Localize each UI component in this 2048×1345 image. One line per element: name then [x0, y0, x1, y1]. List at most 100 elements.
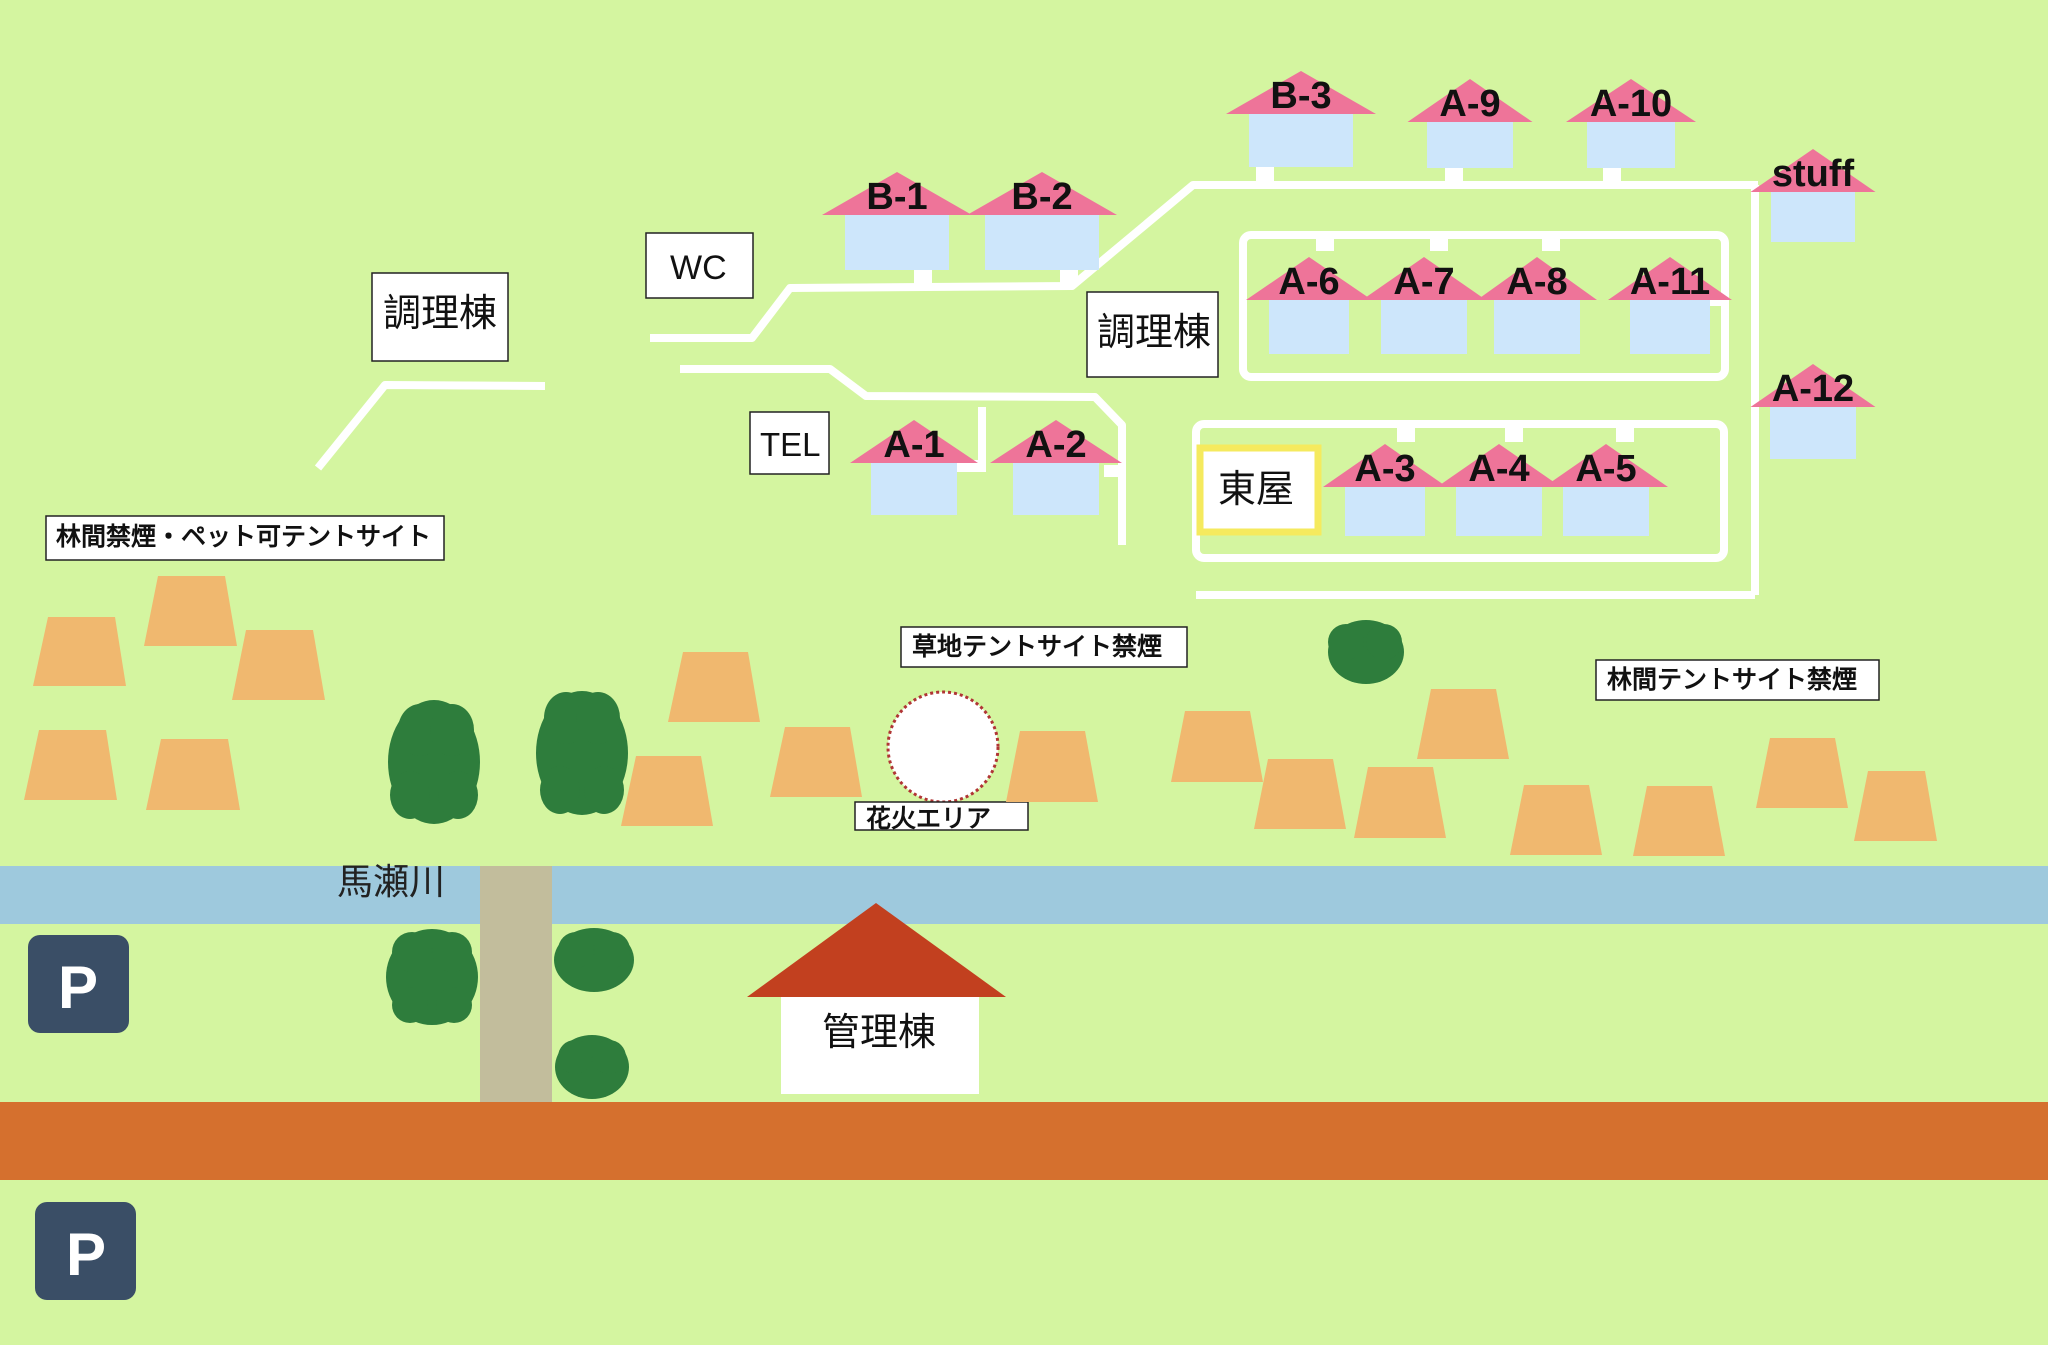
kitchen-east[interactable]: 調理棟 [1086, 291, 1219, 378]
cabin-label: A-1 [883, 424, 944, 466]
cabin-label: A-7 [1393, 261, 1454, 303]
tent [770, 727, 862, 797]
office-label: 管理棟 [822, 1012, 936, 1054]
cabin-roof [1566, 79, 1696, 122]
kitchen-east-label: 調理棟 [1097, 312, 1211, 354]
cabin-a10[interactable]: A-10 [1566, 79, 1696, 168]
cabin-roof [822, 172, 972, 215]
cabin-wall [1249, 112, 1353, 167]
cabin-a2[interactable]: A-2 [990, 420, 1122, 515]
tent [1854, 771, 1937, 841]
office-roof [747, 903, 1006, 997]
cabin-a8[interactable]: A-8 [1477, 257, 1597, 354]
cabin-label: A-11 [1630, 261, 1710, 303]
management-office[interactable]: 管理棟 [747, 903, 1006, 1094]
cabin-a12[interactable]: A-12 [1750, 364, 1876, 459]
cabin-roof [1750, 149, 1876, 192]
path-upper [650, 181, 1758, 342]
tree [1328, 620, 1404, 684]
tel-label: TEL [760, 426, 821, 463]
cabin-b2[interactable]: B-2 [967, 172, 1117, 270]
tree [386, 929, 478, 1025]
cabin-roof [1246, 257, 1372, 300]
fireworks-circle [886, 690, 1000, 804]
cabin-label: B-1 [866, 176, 927, 218]
area-grass-site-label: 草地テントサイト禁煙 [912, 633, 1162, 661]
river [0, 866, 2048, 924]
cabin-wall [1013, 461, 1099, 515]
cabin-roof [1323, 444, 1447, 487]
tent [621, 756, 713, 826]
cabin-roof [1226, 71, 1376, 114]
cabin-connectors [914, 166, 1724, 477]
cabin-a4[interactable]: A-4 [1437, 444, 1561, 536]
parking-north[interactable]: P [28, 935, 129, 1033]
cabin-wall [985, 213, 1099, 270]
cabin-roof [990, 420, 1122, 463]
tent [33, 617, 126, 686]
cabin-roof [1477, 257, 1597, 300]
cabin-roof [1608, 257, 1732, 300]
cabin-a11[interactable]: A-11 [1608, 257, 1732, 354]
tent [1510, 785, 1602, 855]
cabin-label: A-6 [1278, 261, 1339, 303]
tel-booth[interactable]: TEL [749, 411, 830, 475]
cabin-roof [1362, 257, 1486, 300]
cabin-roof [1437, 444, 1561, 487]
cabin-label: A-9 [1439, 83, 1500, 125]
cabin-b1[interactable]: B-1 [822, 172, 972, 270]
parking-north-symbol: P [58, 954, 98, 1021]
cabin-wall [1345, 485, 1425, 536]
fireworks-label: 花火エリア [866, 805, 991, 833]
cabin-label: A-2 [1025, 424, 1086, 466]
area-grass-site: 草地テントサイト禁煙 [900, 626, 1188, 668]
cabin-a6[interactable]: A-6 [1246, 257, 1372, 354]
cabin-b3[interactable]: B-3 [1226, 71, 1376, 167]
main-road [0, 1102, 2048, 1180]
cabin-wall [1494, 298, 1580, 354]
cabin-wall [1456, 485, 1542, 536]
path-west [314, 381, 546, 471]
cabin-wall [871, 461, 957, 515]
tree [554, 928, 634, 992]
cabin-a9[interactable]: A-9 [1407, 79, 1533, 168]
wc-label: WC [670, 249, 727, 287]
cabin-label: A-8 [1506, 261, 1567, 303]
parking-south-symbol: P [66, 1221, 106, 1288]
tent [1756, 738, 1848, 808]
cabin-roof [1407, 79, 1533, 122]
cabin-label: B-2 [1011, 176, 1072, 218]
cabin-roof [1750, 364, 1876, 407]
walking-paths [314, 181, 1759, 599]
path-loop-upper [1239, 231, 1729, 381]
tent [1254, 759, 1346, 829]
cabin-roof [967, 172, 1117, 215]
cabin-a5[interactable]: A-5 [1544, 444, 1668, 536]
cabin-a3[interactable]: A-3 [1323, 444, 1447, 536]
cabin-a1[interactable]: A-1 [850, 420, 978, 515]
cabin-wall [1771, 190, 1855, 242]
area-forest-site-label: 林間テントサイト禁煙 [1607, 666, 1857, 694]
path-lower [680, 365, 1126, 545]
tree [555, 1035, 629, 1099]
cabin-roof [1544, 444, 1668, 487]
cabin-label: A-3 [1354, 448, 1415, 490]
tent [1171, 711, 1263, 782]
cabin-label: A-5 [1575, 448, 1636, 490]
cabin-stuff[interactable]: stuff [1750, 149, 1876, 242]
cabin-a7[interactable]: A-7 [1362, 257, 1486, 354]
cabin-label: A-4 [1468, 448, 1529, 490]
pavilion[interactable]: 東屋 [1196, 444, 1322, 536]
fireworks-area: 花火エリア [854, 690, 1029, 833]
tent [144, 576, 237, 646]
area-forest-site: 林間テントサイト禁煙 [1595, 659, 1880, 701]
cabin-wall [1770, 405, 1856, 459]
wc-building[interactable]: WC [645, 232, 754, 299]
parking-south[interactable]: P [35, 1202, 136, 1300]
area-forest-pet: 林間禁煙・ペット可テントサイト [45, 515, 445, 561]
kitchen-west[interactable]: 調理棟 [371, 272, 509, 362]
kitchen-west-label: 調理棟 [383, 293, 497, 335]
tent [24, 730, 117, 800]
